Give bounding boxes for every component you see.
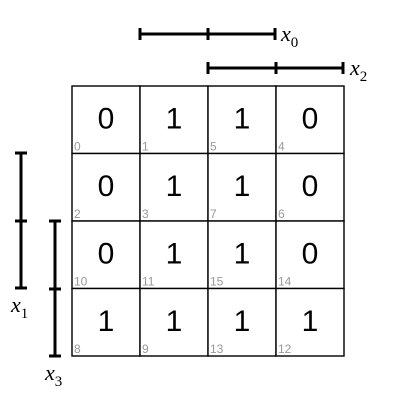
kmap-cell-value: 1 — [302, 305, 319, 338]
kmap-cell-0: 00 — [71, 85, 141, 155]
kmap-cell-value: 1 — [234, 237, 251, 270]
x3-bracket: x3 — [44, 219, 62, 390]
x2-bracket: x2 — [206, 55, 367, 85]
kmap-cell-value: 1 — [234, 102, 251, 135]
kmap-cell-value: 0 — [302, 170, 319, 203]
x2-label-base: x — [349, 55, 360, 80]
kmap-cell-15: 1 15 — [207, 220, 277, 290]
kmap-cell-value: 0 — [98, 102, 115, 135]
kmap-cell-1: 11 — [139, 85, 209, 155]
x3-label-sub: 3 — [55, 374, 63, 390]
kmap-cell-value: 1 — [166, 102, 183, 135]
kmap-cell-border — [139, 287, 209, 357]
x0-label-base: x — [280, 21, 291, 46]
kmap-cell-index: 13 — [210, 342, 224, 356]
kmap-cell-2: 02 — [71, 152, 141, 222]
kmap-cell-8: 18 — [71, 287, 141, 357]
kmap-cell-index: 8 — [74, 342, 81, 356]
kmap-cell-index: 10 — [74, 275, 88, 289]
kmap-cell-index: 2 — [74, 207, 81, 221]
kmap-cell-value: 0 — [302, 237, 319, 270]
kmap-cell-index: 4 — [278, 140, 285, 154]
x3-label: x3 — [44, 360, 62, 390]
kmap-cell-border — [139, 220, 209, 290]
kmap-cell-index: 11 — [142, 275, 155, 289]
kmap-cell-border — [275, 85, 345, 155]
kmap-cell-4: 04 — [275, 85, 345, 155]
x3-label-base: x — [44, 360, 55, 385]
kmap-cell-border — [207, 220, 277, 290]
kmap-cell-border — [71, 220, 141, 290]
kmap-cell-13: 1 13 — [207, 287, 277, 357]
kmap-cell-6: 06 — [275, 152, 345, 222]
kmap-cell-7: 17 — [207, 152, 277, 222]
kmap-cell-index: 9 — [142, 342, 149, 356]
kmap-cell-index: 6 — [278, 207, 285, 221]
kmap-cell-index: 5 — [210, 140, 217, 154]
kmap-cell-3: 13 — [139, 152, 209, 222]
x0-label: x0 — [280, 21, 298, 51]
kmap-cell-9: 19 — [139, 287, 209, 357]
x2-label: x2 — [349, 55, 367, 85]
x1-bracket: x1 — [10, 151, 28, 322]
x1-label: x1 — [10, 292, 28, 322]
kmap-cell-value: 0 — [98, 237, 115, 270]
kmap-cell-index: 1 — [142, 140, 149, 154]
kmap-cell-value: 1 — [98, 305, 115, 338]
kmap-cell-index: 12 — [278, 342, 292, 356]
kmap-cell-value: 0 — [98, 170, 115, 203]
kmap-cell-10: 0 10 — [71, 220, 141, 290]
kmap-cell-index: 15 — [210, 275, 224, 289]
kmap-cell-index: 3 — [142, 207, 149, 221]
kmap-cell-value: 0 — [302, 102, 319, 135]
kmap-cell-border — [275, 287, 345, 357]
kmap-cell-index: 14 — [278, 275, 292, 289]
x1-label-base: x — [10, 292, 21, 317]
x1-label-sub: 1 — [21, 306, 29, 322]
kmap-cell-5: 15 — [207, 85, 277, 155]
kmap-cell-11: 111 — [139, 220, 209, 290]
kmap-cell-value: 1 — [234, 170, 251, 203]
kmap-cell-value: 1 — [166, 237, 183, 270]
kmap-cell-14: 0 14 — [275, 220, 345, 290]
kmap-cell-border — [275, 220, 345, 290]
kmap-cell-border — [139, 152, 209, 222]
x2-label-sub: 2 — [360, 69, 368, 85]
kmap-cell-index: 7 — [210, 207, 217, 221]
kmap-cell-index: 0 — [74, 140, 81, 154]
x0-label-sub: 0 — [291, 35, 299, 51]
x0-bracket: x0 — [138, 21, 298, 51]
kmap-cell-border — [207, 152, 277, 222]
kmap-cell-border — [71, 287, 141, 357]
kmap-cell-12: 1 12 — [275, 287, 345, 357]
kmap-cell-value: 1 — [234, 305, 251, 338]
kmap-cell-value: 1 — [166, 170, 183, 203]
kmap-cell-border — [207, 287, 277, 357]
kmap-cell-border — [71, 152, 141, 222]
kmap-cell-value: 1 — [166, 305, 183, 338]
